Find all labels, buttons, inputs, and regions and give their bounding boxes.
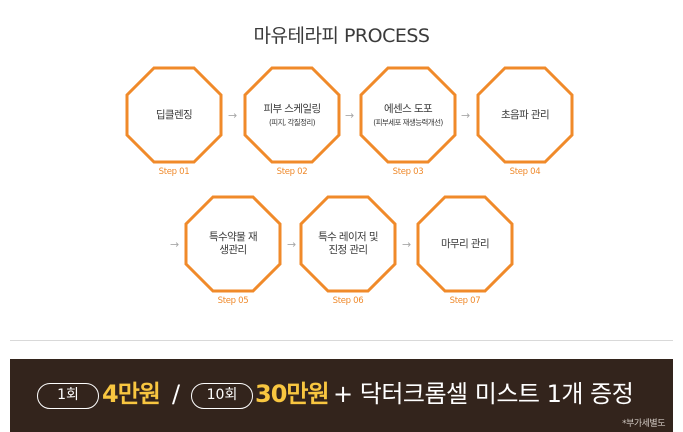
process-step-4: 초음파 관리 Step 04 [476, 66, 574, 177]
bonus-text: + 닥터크롬셀 미스트 1개 증정 [333, 380, 634, 408]
step-number: Step 06 [332, 296, 364, 306]
process-step-5: 특수약물 재생관리 Step 05 [184, 195, 282, 306]
step-number: Step 04 [509, 167, 541, 177]
step-title: 특수약물 재생관리 [208, 231, 258, 256]
process-step-6: 특수 레이저 및 진정 관리 Step 06 [299, 195, 397, 306]
arrow-right-icon: → [461, 109, 471, 122]
step-title: 특수 레이저 및 진정 관리 [318, 231, 378, 256]
step-number: Step 01 [158, 167, 190, 177]
step-number: Step 03 [392, 167, 424, 177]
process-step-2: 피부 스케일링 (피지, 각질정리) Step 02 [243, 66, 341, 177]
price-separator: / [172, 380, 180, 408]
step-subtitle: (피부세포 재생능력개선) [373, 117, 443, 127]
process-step-7: 마무리 관리 Step 07 [416, 195, 514, 306]
price-single: 4만원 [102, 380, 161, 408]
octagon-shape [125, 66, 223, 164]
step-title: 초음파 관리 [500, 108, 550, 121]
octagon-shape [476, 66, 574, 164]
step-title: 딥클렌징 [155, 108, 193, 121]
price-package: 30만원 [255, 380, 330, 408]
process-step-1: 딥클렌징 Step 01 [125, 66, 223, 177]
offer-banner: 1회 4만원 / 10회 30만원 + 닥터크롬셀 미스트 1개 증정 *부가세… [10, 359, 673, 432]
step-number: Step 02 [276, 167, 308, 177]
arrow-right-icon: → [170, 238, 180, 251]
arrow-right-icon: → [345, 109, 355, 122]
divider [10, 340, 673, 341]
step-title: 마무리 관리 [440, 237, 490, 250]
step-subtitle: (피지, 각질정리) [268, 117, 316, 127]
session-tag-10: 10회 [191, 383, 253, 409]
step-number: Step 07 [449, 296, 481, 306]
process-step-3: 에센스 도포 (피부세포 재생능력개선) Step 03 [359, 66, 457, 177]
step-title: 에센스 도포 [383, 102, 433, 115]
octagon-shape [299, 195, 397, 293]
octagon-shape [243, 66, 341, 164]
arrow-right-icon: → [228, 109, 238, 122]
vat-note: *부가세별도 [622, 419, 665, 429]
step-number: Step 05 [217, 296, 249, 306]
arrow-right-icon: → [402, 238, 412, 251]
octagon-shape [184, 195, 282, 293]
session-tag-1: 1회 [37, 383, 99, 409]
octagon-shape [359, 66, 457, 164]
octagon-shape [416, 195, 514, 293]
arrow-right-icon: → [287, 238, 297, 251]
step-title: 피부 스케일링 [263, 102, 321, 115]
page-title: 마유테라피 PROCESS [253, 25, 430, 47]
